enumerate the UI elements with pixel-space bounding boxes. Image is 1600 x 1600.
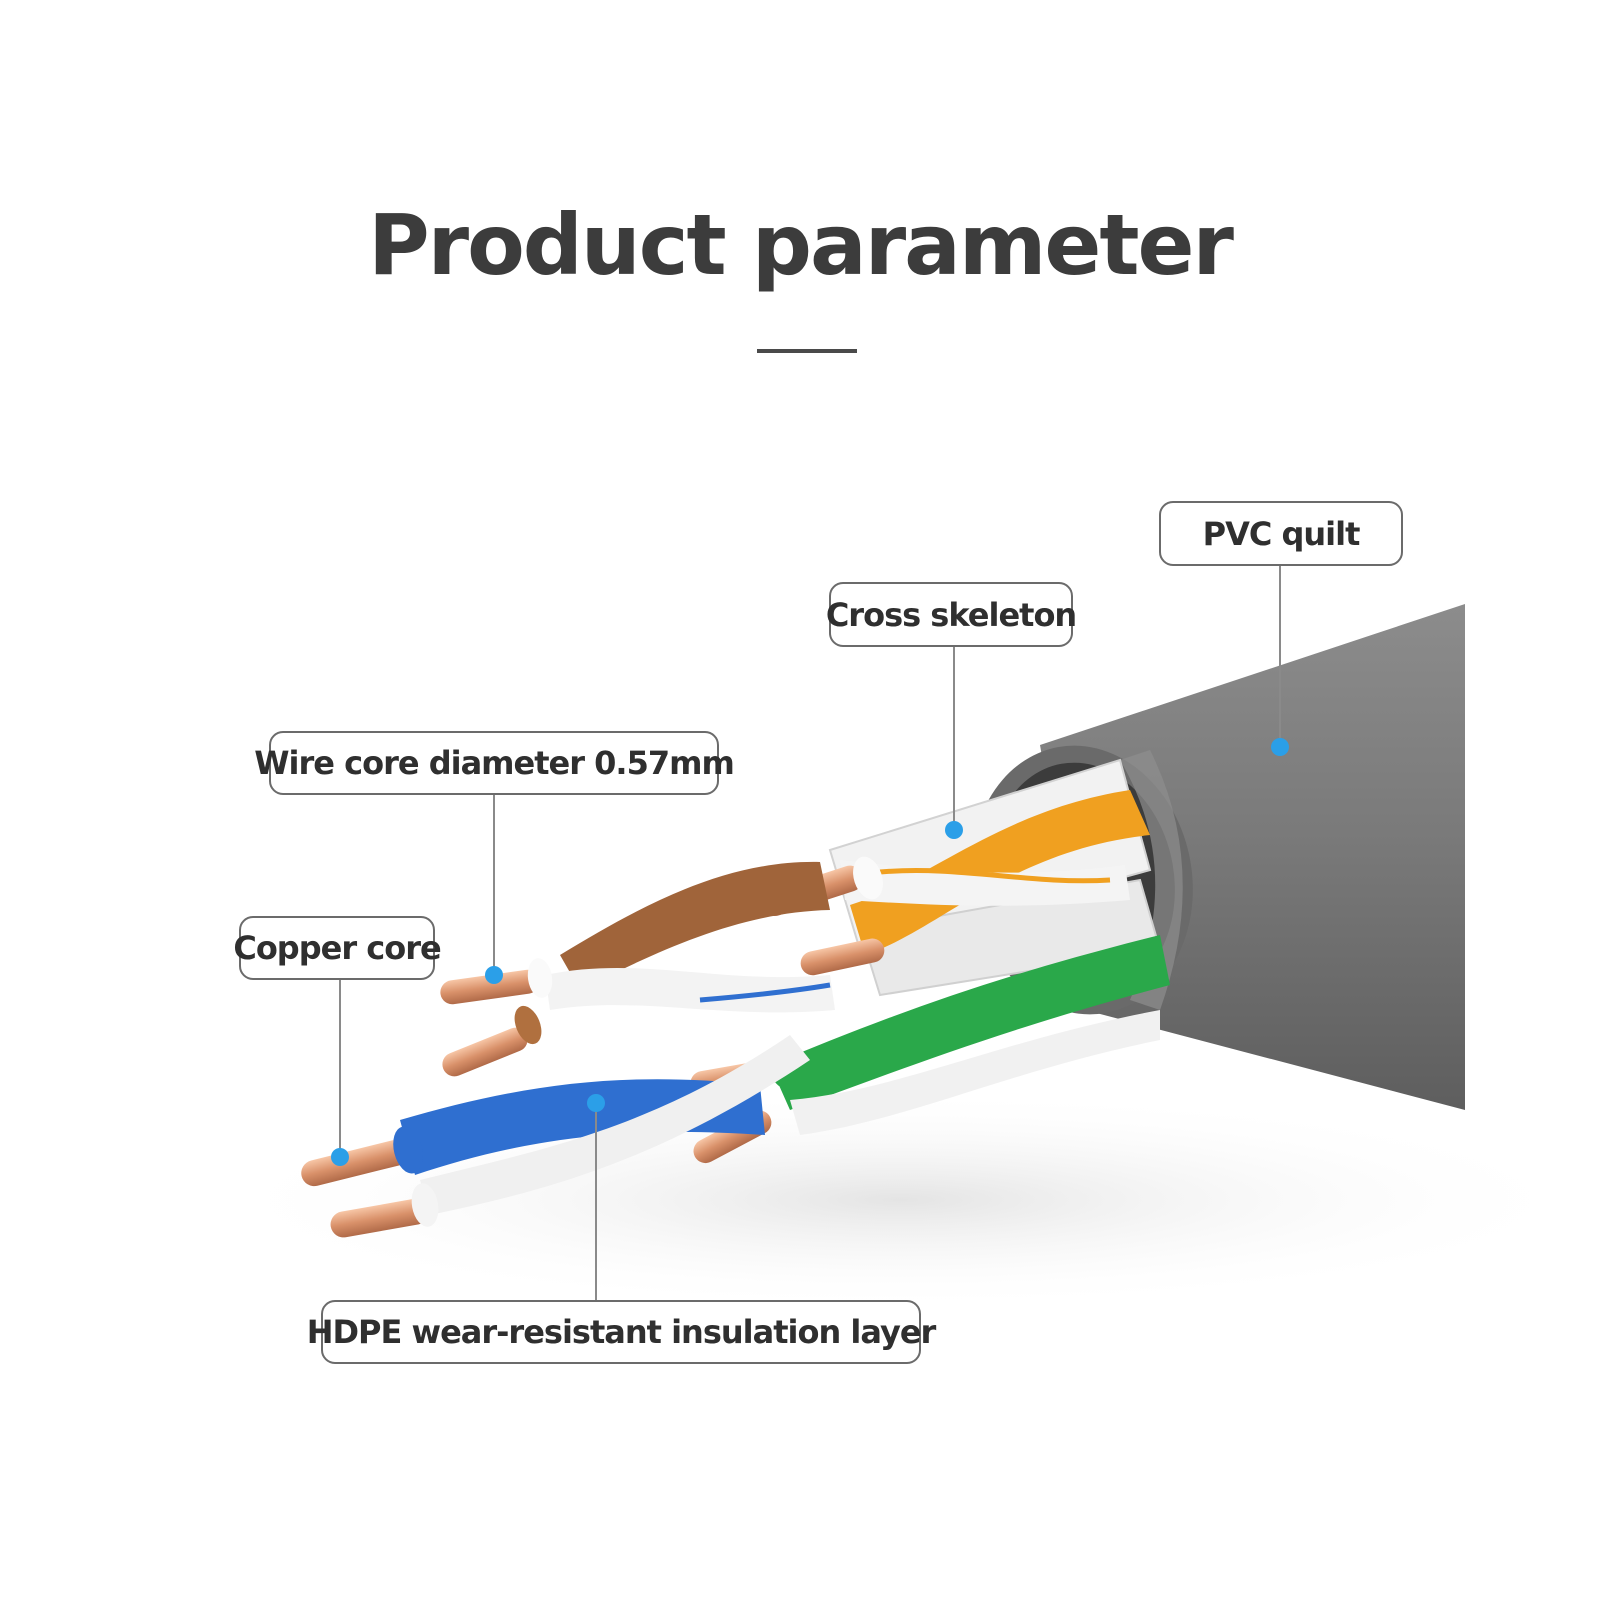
- orange-pair: [761, 790, 1150, 976]
- callout-leader-lines: [339, 566, 1281, 1300]
- callout-pvc-quilt: PVC quilt: [1159, 501, 1403, 566]
- callout-copper-core: Copper core: [233, 916, 442, 980]
- title-divider: [757, 349, 857, 353]
- callout-hdpe-layer: HDPE wear-resistant insulation layer: [307, 1300, 936, 1364]
- blue-pair: [301, 982, 831, 1238]
- page-title: Product parameter: [368, 196, 1234, 294]
- marker-dots: [331, 738, 1289, 1166]
- copper-marker-dot: [331, 1148, 349, 1166]
- skeleton-marker-dot: [945, 821, 963, 839]
- floor-shadow: [200, 1090, 1600, 1310]
- pvc-marker-dot: [1271, 738, 1289, 756]
- diameter-marker-dot: [485, 966, 503, 984]
- callout-wire-core-diameter: Wire core diameter 0.57mm: [254, 731, 735, 795]
- callout-cross-skeleton: Cross skeleton: [826, 582, 1077, 647]
- hdpe-marker-dot: [587, 1094, 605, 1112]
- brown-pair: [440, 861, 835, 1077]
